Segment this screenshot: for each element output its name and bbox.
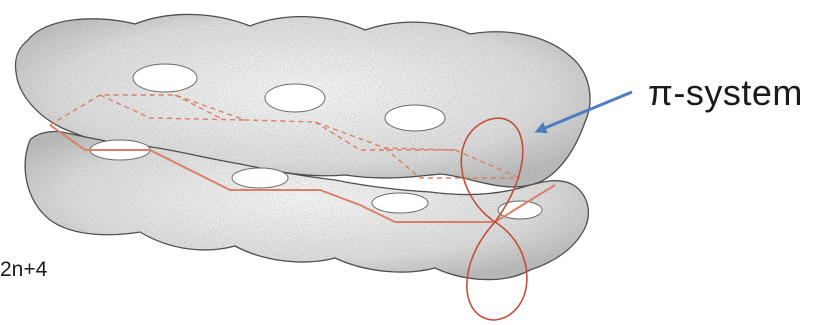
pi-system-label: π-system bbox=[648, 72, 803, 114]
electron-count-label: 2n+4 bbox=[0, 258, 47, 282]
